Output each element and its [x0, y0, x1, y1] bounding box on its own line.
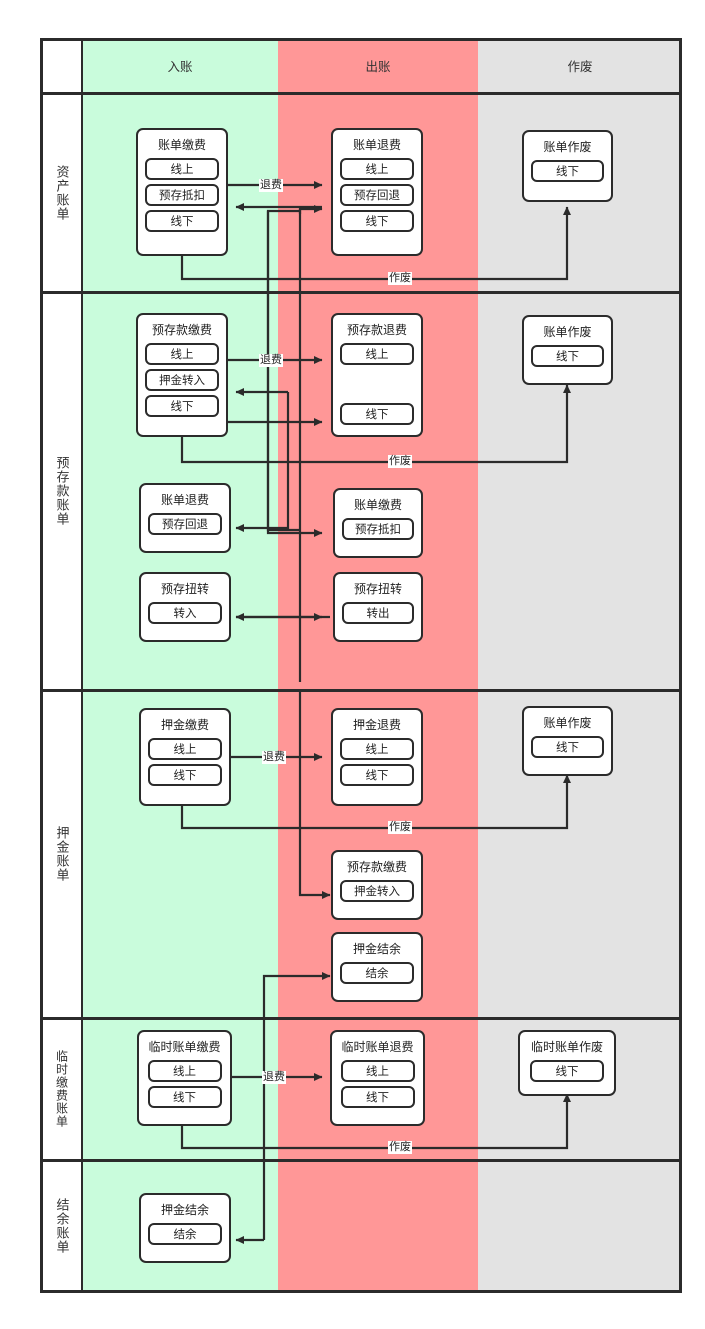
chip-asset-in-2[interactable]: 线下: [145, 210, 219, 232]
row-label-balance: 结余账单: [54, 1198, 70, 1254]
chip-asset-out-1[interactable]: 预存回退: [340, 184, 414, 206]
node-title: 押金结余: [160, 1203, 209, 1217]
chip-temp-void-0[interactable]: 线下: [530, 1060, 604, 1082]
row-label-asset: 资产账单: [54, 164, 70, 221]
node-title: 押金结余: [352, 942, 401, 956]
chip-deposit-out-0[interactable]: 线上: [340, 738, 414, 760]
chip-prepaid-in2-0[interactable]: 预存回退: [148, 513, 222, 535]
grid-row-divider-3: [40, 1017, 682, 1020]
node-deposit-void[interactable]: 账单作废 线下: [522, 706, 613, 776]
chip-prepaid-in-1[interactable]: 押金转入: [145, 369, 219, 391]
chip-temp-out-1[interactable]: 线下: [340, 1086, 415, 1108]
chip-temp-out-0[interactable]: 线上: [340, 1060, 415, 1082]
column-header-void: 作废: [567, 59, 593, 74]
node-deposit-in[interactable]: 押金缴费 线上 线下: [139, 708, 231, 806]
node-title: 账单作废: [543, 325, 592, 339]
node-prepaid-out[interactable]: 预存款退费 线上 线下: [331, 313, 423, 437]
grid-border-left: [40, 38, 43, 1293]
node-asset-out[interactable]: 账单退费 线上 预存回退 线下: [331, 128, 423, 256]
chip-prepaid-void-0[interactable]: 线下: [531, 345, 604, 367]
chip-prepaid-out-0[interactable]: 线上: [340, 343, 414, 365]
chip-temp-in-1[interactable]: 线下: [147, 1086, 222, 1108]
node-prepaid-out2[interactable]: 账单缴费 预存抵扣: [333, 488, 423, 558]
grid-col-divider-1: [81, 38, 83, 1293]
node-title: 押金缴费: [160, 718, 209, 732]
edge-label-void-temp: 作废: [388, 1141, 412, 1154]
node-title: 临时账单退费: [341, 1040, 414, 1054]
node-title: 账单作废: [543, 716, 592, 730]
chip-deposit-in-0[interactable]: 线上: [148, 738, 222, 760]
chip-balance-in-0[interactable]: 结余: [148, 1223, 222, 1245]
chip-asset-in-0[interactable]: 线上: [145, 158, 219, 180]
node-title: 账单缴费: [157, 138, 206, 152]
chip-prepaid-in3-0[interactable]: 转入: [148, 602, 222, 624]
node-prepaid-in2[interactable]: 账单退费 预存回退: [139, 483, 231, 553]
grid-border-right: [679, 38, 682, 1293]
chip-asset-out-0[interactable]: 线上: [340, 158, 414, 180]
node-asset-void[interactable]: 账单作废 线下: [522, 130, 613, 202]
chip-deposit-out-1[interactable]: 线下: [340, 764, 414, 786]
node-title: 预存款退费: [346, 323, 407, 337]
row-label-prepaid: 预存款账单: [54, 456, 70, 526]
edge-label-void-prepaid: 作废: [388, 455, 412, 468]
node-title: 临时账单缴费: [148, 1040, 221, 1054]
node-deposit-out3[interactable]: 押金结余 结余: [331, 932, 423, 1002]
node-temp-in[interactable]: 临时账单缴费 线上 线下: [137, 1030, 232, 1126]
node-title: 预存扭转: [353, 582, 402, 596]
row-label-temporary: 临时缴费账单: [54, 1050, 69, 1128]
node-title: 账单退费: [352, 138, 401, 152]
grid-row-divider-1: [40, 291, 682, 294]
chip-prepaid-in-0[interactable]: 线上: [145, 343, 219, 365]
node-title: 账单缴费: [353, 498, 402, 512]
grid-border-top: [40, 38, 682, 41]
node-title: 预存款缴费: [151, 323, 212, 337]
node-title: 押金退费: [352, 718, 401, 732]
chip-prepaid-out-1[interactable]: 线下: [340, 403, 414, 425]
node-prepaid-in[interactable]: 预存款缴费 线上 押金转入 线下: [136, 313, 228, 437]
chip-temp-in-0[interactable]: 线上: [147, 1060, 222, 1082]
node-title: 账单作废: [543, 140, 592, 154]
chip-prepaid-out2-0[interactable]: 预存抵扣: [342, 518, 414, 540]
chip-asset-out-2[interactable]: 线下: [340, 210, 414, 232]
column-header-outcome: 出账: [365, 59, 391, 74]
chip-deposit-out2-0[interactable]: 押金转入: [340, 880, 414, 902]
node-deposit-out2[interactable]: 预存款缴费 押金转入: [331, 850, 423, 920]
edge-label-refund-deposit: 退费: [262, 751, 286, 764]
node-title: 账单退费: [160, 493, 209, 507]
edge-label-void-asset: 作废: [388, 272, 412, 285]
node-deposit-out[interactable]: 押金退费 线上 线下: [331, 708, 423, 806]
node-asset-in[interactable]: 账单缴费 线上 预存抵扣 线下: [136, 128, 228, 256]
node-prepaid-out3[interactable]: 预存扭转 转出: [333, 572, 423, 642]
chip-asset-in-1[interactable]: 预存抵扣: [145, 184, 219, 206]
chip-asset-void-0[interactable]: 线下: [531, 160, 604, 182]
grid-row-divider-header: [40, 92, 682, 95]
node-title: 临时账单作废: [530, 1040, 603, 1054]
node-prepaid-in3[interactable]: 预存扭转 转入: [139, 572, 231, 642]
grid-row-divider-2: [40, 689, 682, 692]
node-temp-void[interactable]: 临时账单作废 线下: [518, 1030, 616, 1096]
chip-deposit-out3-0[interactable]: 结余: [340, 962, 414, 984]
edge-label-refund-asset: 退费: [259, 179, 283, 192]
edge-label-refund-prepaid: 退费: [259, 354, 283, 367]
node-prepaid-void[interactable]: 账单作废 线下: [522, 315, 613, 385]
chip-deposit-void-0[interactable]: 线下: [531, 736, 604, 758]
grid-border-bottom: [40, 1290, 682, 1293]
grid-row-divider-4: [40, 1159, 682, 1162]
node-balance-in[interactable]: 押金结余 结余: [139, 1193, 231, 1263]
node-title: 预存款缴费: [346, 860, 407, 874]
chip-prepaid-in-2[interactable]: 线下: [145, 395, 219, 417]
row-label-deposit: 押金账单: [54, 826, 70, 882]
node-title: 预存扭转: [160, 582, 209, 596]
chip-prepaid-out3-0[interactable]: 转出: [342, 602, 414, 624]
edge-label-refund-temp: 退费: [262, 1071, 286, 1084]
chip-deposit-in-1[interactable]: 线下: [148, 764, 222, 786]
node-temp-out[interactable]: 临时账单退费 线上 线下: [330, 1030, 425, 1126]
column-header-income: 入账: [167, 59, 193, 74]
edge-label-void-deposit: 作废: [388, 821, 412, 834]
